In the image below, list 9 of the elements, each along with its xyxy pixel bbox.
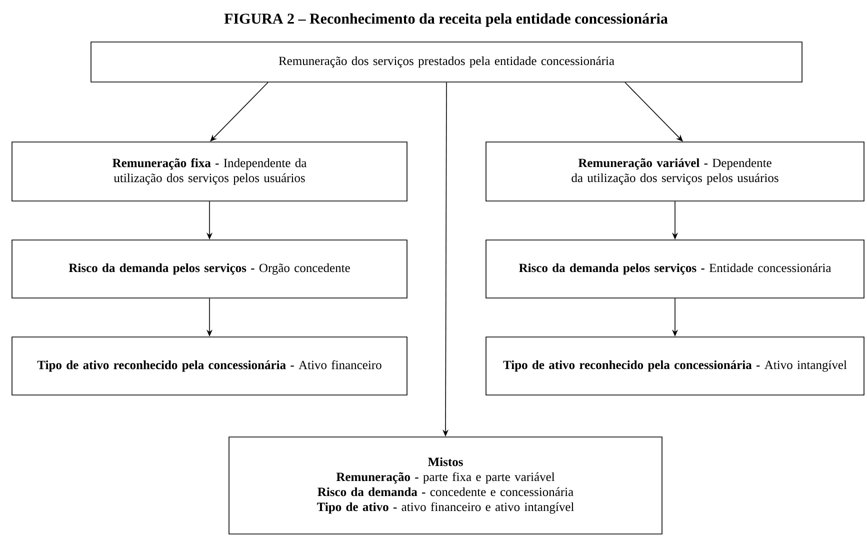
process-box: Tipo de ativo reconhecido pela concessionária - Ativo intangível: [486, 336, 864, 396]
process-box: Risco da demanda pelos serviços - Orgão concedente: [12, 240, 408, 298]
process-box: Risco da demanda pelos serviços - Entidade concessionária: [486, 240, 864, 298]
process-box: Mistos Remuneração - parte fixa e parte variável Risco da demanda - concedente e concessionária Tipo de ativo - ativo financeiro e ativo intangível: [228, 436, 662, 534]
process-box: Remuneração dos serviços prestados pela entidade concessionária: [90, 42, 802, 82]
process-box: Tipo de ativo reconhecido pela concessionária - Ativo financeiro: [12, 336, 408, 396]
figure-title: FIGURA 2 – Reconhecimento da receita pela entidade concessionária: [224, 13, 668, 27]
process-box: Remuneração variável - Dependente da utilização dos serviços pelos usuários: [486, 142, 864, 202]
process-box: Remuneração fixa - Independente da utilização dos serviços pelos usuários: [12, 142, 408, 202]
